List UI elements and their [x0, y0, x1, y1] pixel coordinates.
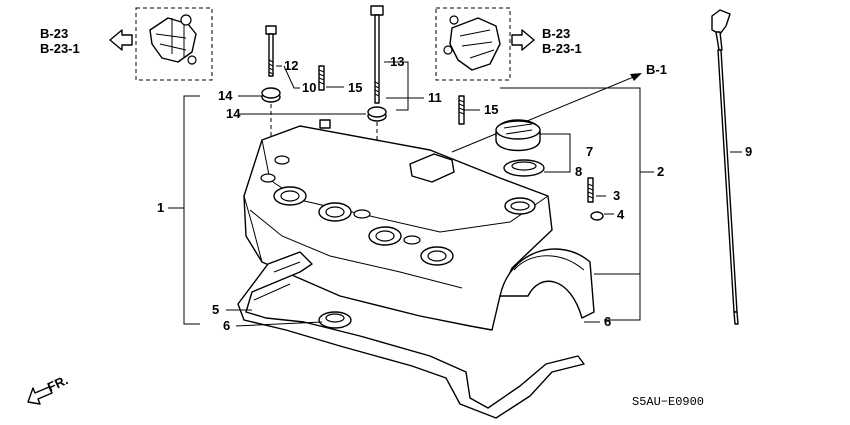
- callout-6-left: 6: [223, 318, 230, 333]
- ref-label-left-top: B-23: [40, 26, 68, 41]
- reference-box-right: [435, 7, 511, 81]
- bolt-13: [370, 5, 384, 104]
- b1-arrow-icon: [630, 73, 642, 81]
- callout-3: 3: [613, 188, 620, 203]
- callout-5: 5: [212, 302, 219, 317]
- b1-leader-line: [451, 75, 637, 153]
- cylinder-head-cover: [243, 119, 553, 331]
- bolt-3: [587, 177, 594, 203]
- leader-lines: [168, 61, 742, 327]
- front-direction-label: FR.: [45, 372, 70, 394]
- drawing-code: S5AU−E0900: [632, 395, 704, 409]
- washer-4: [590, 211, 604, 221]
- callout-6-right: 6: [604, 314, 611, 329]
- ref-label-right-top: B-23: [542, 26, 570, 41]
- callout-1: 1: [157, 200, 164, 215]
- oil-dipstick: [711, 9, 739, 325]
- stud-10: [318, 65, 325, 91]
- ref-label-left-bottom: B-23-1: [40, 41, 80, 56]
- callout-13: 13: [390, 54, 404, 69]
- spark-plug-tube-seal: [318, 311, 352, 329]
- callout-15-lower: 15: [484, 102, 498, 117]
- callout-10: 10: [302, 80, 316, 95]
- callout-8: 8: [575, 164, 582, 179]
- callout-15-upper: 15: [348, 80, 362, 95]
- stud-15-right: [458, 95, 465, 125]
- reference-box-left: [135, 7, 213, 81]
- ref-label-right-bottom: B-23-1: [542, 41, 582, 56]
- ref-label-b1: B-1: [646, 62, 667, 77]
- bolt-12: [265, 25, 277, 77]
- callout-14-upper: 14: [218, 88, 233, 103]
- oil-filler-cap: [495, 119, 541, 152]
- grommet-14-left: [261, 87, 281, 103]
- callout-9: 9: [745, 144, 752, 159]
- head-cover-gasket: [237, 251, 585, 419]
- callout-4: 4: [617, 207, 625, 222]
- callout-2: 2: [657, 164, 664, 179]
- callout-7: 7: [586, 144, 593, 159]
- reference-right-arrow-icon: [511, 29, 535, 51]
- oil-filler-cap-seal: [503, 159, 545, 177]
- reference-left-arrow-icon: [109, 29, 133, 51]
- timing-belt-cover-section: [499, 248, 595, 319]
- front-direction-arrow-icon: [27, 386, 53, 405]
- grommet-14-right: [367, 106, 387, 122]
- callout-11: 11: [428, 90, 442, 105]
- callout-14-lower: 14: [226, 106, 241, 121]
- callout-12: 12: [284, 58, 298, 73]
